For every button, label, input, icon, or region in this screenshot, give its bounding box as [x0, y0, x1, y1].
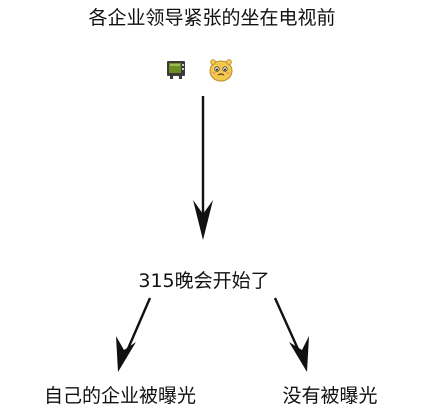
right-outcome-node: 没有被曝光 — [282, 385, 378, 407]
arrow-middle-to-left — [116, 297, 152, 372]
nervous-face-icon — [209, 59, 233, 82]
arrow-middle-to-right — [273, 297, 309, 372]
middle-node: 315晚会开始了 — [138, 270, 270, 292]
title-node: 各企业领导紧张的坐在电视前 — [88, 7, 336, 29]
arrow-top-to-middle — [193, 96, 213, 240]
left-outcome-node: 自己的企业被曝光 — [43, 385, 197, 407]
tv-icon — [167, 61, 185, 79]
